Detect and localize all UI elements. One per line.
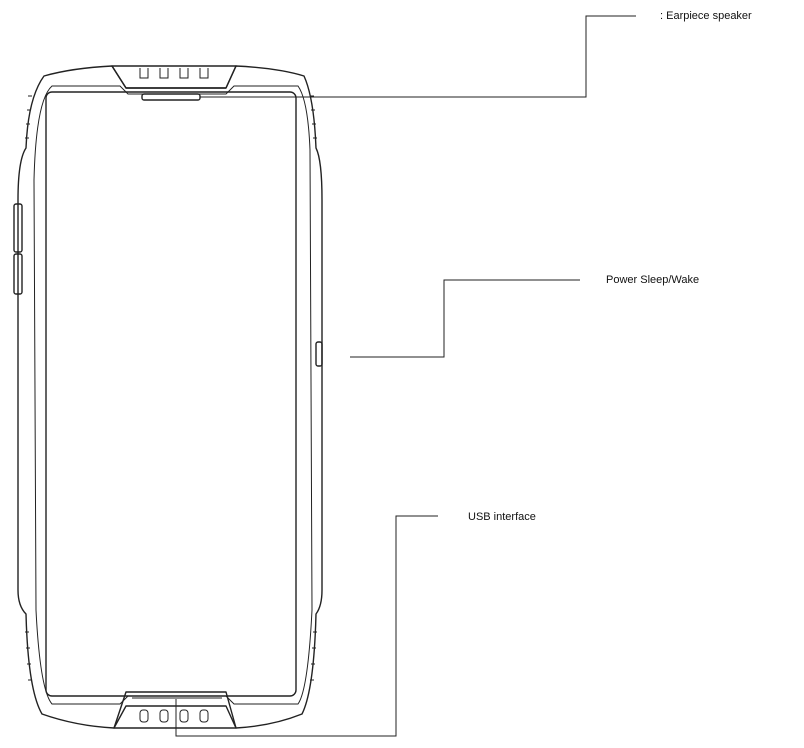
usb-leader-line bbox=[175, 515, 438, 737]
top-notch-4 bbox=[199, 68, 209, 79]
left-grip-top bbox=[25, 95, 32, 139]
earpiece-slot bbox=[141, 93, 201, 101]
right-grip-bottom bbox=[310, 631, 317, 681]
power-leader-line bbox=[350, 279, 580, 358]
volume-down-button bbox=[13, 253, 23, 295]
top-notch-1 bbox=[139, 68, 149, 79]
phone-bezel bbox=[33, 85, 313, 705]
bottom-notch-3 bbox=[179, 709, 189, 723]
bottom-cap bbox=[113, 691, 237, 729]
earpiece-leader-line bbox=[200, 15, 636, 98]
usb-interface-label: USB interface bbox=[468, 511, 536, 523]
left-grip-bottom bbox=[25, 631, 32, 681]
bottom-notch-4 bbox=[199, 709, 209, 723]
power-button bbox=[315, 341, 323, 367]
volume-up-button bbox=[13, 203, 23, 253]
top-notch-2 bbox=[159, 68, 169, 79]
earpiece-speaker-label: : Earpiece speaker bbox=[660, 10, 752, 22]
power-sleep-wake-label: Power Sleep/Wake bbox=[606, 274, 700, 286]
phone-outer-body bbox=[17, 65, 323, 729]
bottom-notch-1 bbox=[139, 709, 149, 723]
phone-screen bbox=[45, 91, 297, 697]
bottom-notch-2 bbox=[159, 709, 169, 723]
top-cap bbox=[111, 65, 237, 89]
right-grip-top bbox=[310, 95, 317, 139]
top-notch-3 bbox=[179, 68, 189, 79]
